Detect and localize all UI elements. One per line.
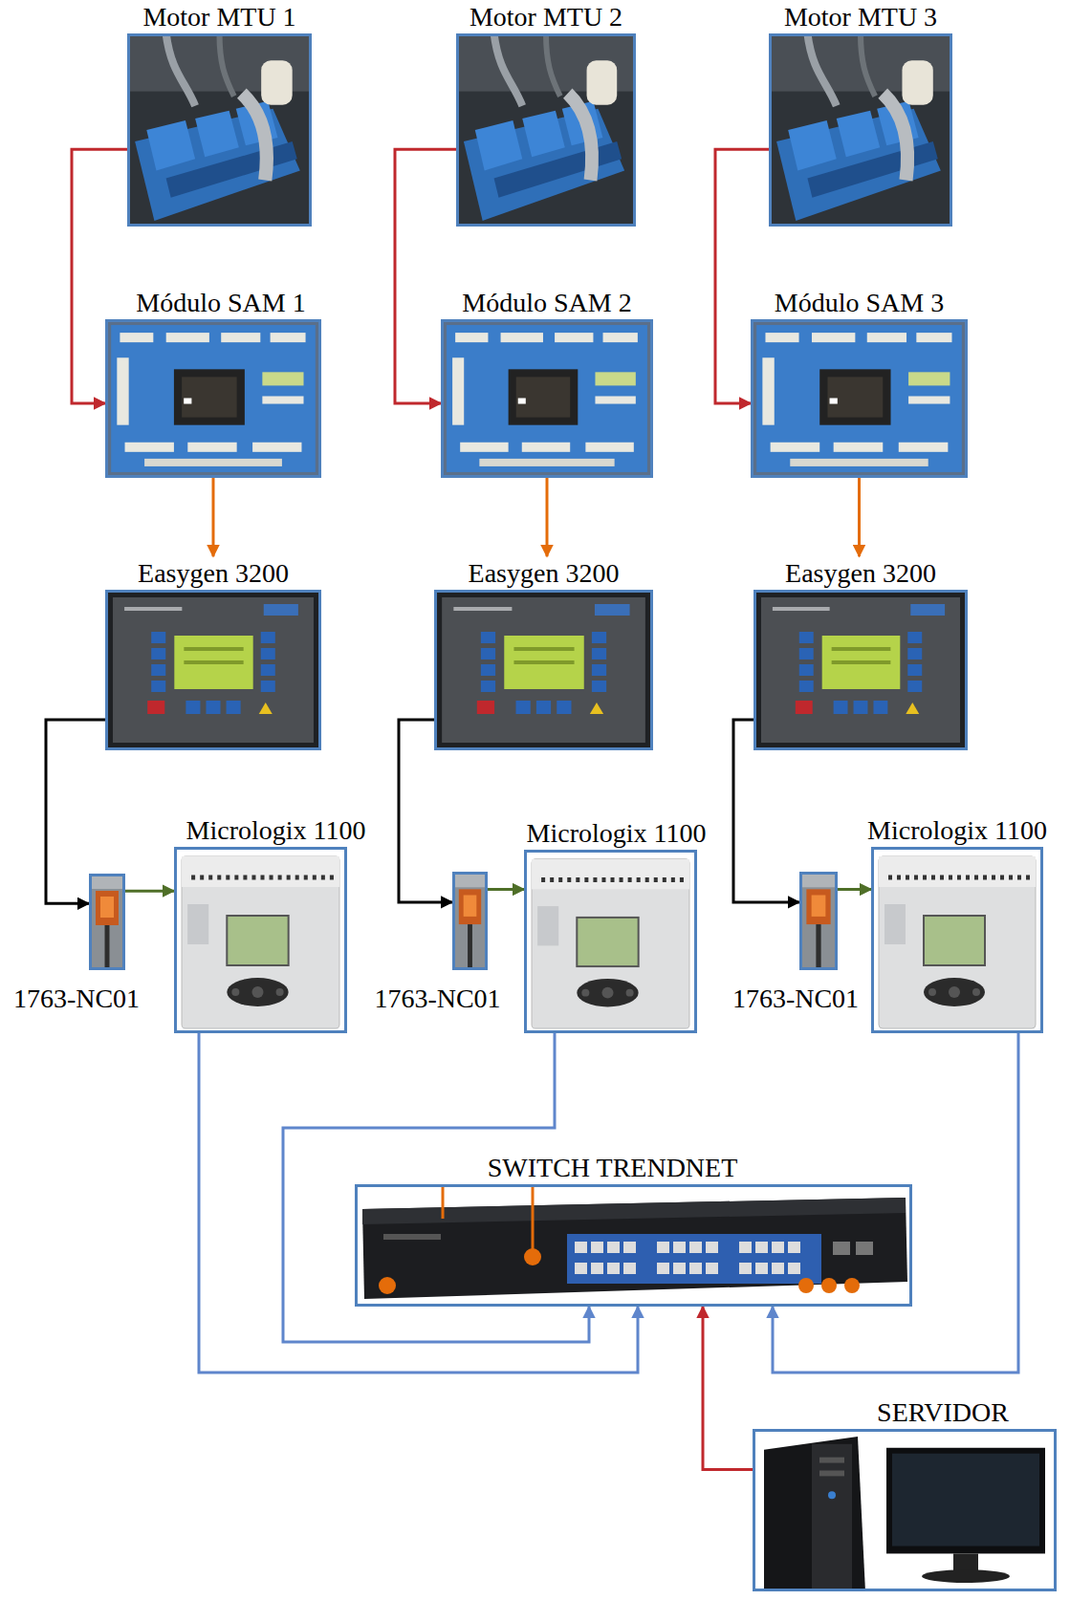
- photo-frame: Micrologix 1100: [871, 847, 1044, 1034]
- device-label: Micrologix 1100: [867, 816, 1048, 847]
- photo-frame: Micrologix 1100: [524, 850, 698, 1034]
- connector-arrow: [837, 888, 872, 892]
- connector-arrow: [71, 149, 128, 404]
- device-label: 1763-NC01: [373, 984, 501, 1015]
- device-label: SERVIDOR: [876, 1398, 1009, 1429]
- photo-frame: 1763-NC01: [799, 872, 838, 971]
- photo-frame: Easygen 3200: [753, 589, 968, 751]
- device-label: Módulo SAM 3: [774, 288, 944, 319]
- connector-arrow: [125, 890, 175, 894]
- adapter-photo: [452, 872, 488, 971]
- controller-photo: [434, 589, 654, 751]
- photo-frame: Motor MTU 1: [127, 33, 312, 227]
- sam-board-photo: [440, 319, 654, 479]
- connector-arrow: [198, 1033, 638, 1374]
- adapter-photo: [88, 873, 126, 971]
- device-label: Módulo SAM 1: [135, 288, 306, 319]
- server-photo: [752, 1429, 1057, 1593]
- connector-arrow: [545, 478, 549, 557]
- photo-frame: Easygen 3200: [105, 589, 322, 751]
- plc-photo: [524, 850, 698, 1034]
- photo-frame: Micrologix 1100: [174, 847, 348, 1034]
- controller-photo: [105, 589, 322, 751]
- device-label: Motor MTU 2: [469, 2, 623, 33]
- connector-arrow: [772, 1033, 1019, 1374]
- controller-photo: [753, 589, 968, 751]
- device-label: Motor MTU 3: [784, 2, 938, 33]
- connector-arrow: [398, 720, 453, 903]
- photo-frame: SWITCH TRENDNET: [354, 1184, 913, 1308]
- device-label: SWITCH TRENDNET: [487, 1154, 739, 1184]
- switch-photo: [354, 1184, 913, 1308]
- photo-frame: Módulo SAM 3: [750, 319, 968, 479]
- connector-arrow: [733, 720, 800, 903]
- engine-photo: [127, 33, 312, 227]
- connector-arrow: [487, 888, 525, 892]
- device-label: 1763-NC01: [732, 984, 859, 1015]
- photo-frame: Easygen 3200: [434, 589, 654, 751]
- engine-photo: [456, 33, 636, 227]
- photo-frame: Motor MTU 2: [456, 33, 636, 227]
- device-label: Motor MTU 1: [142, 2, 296, 33]
- plc-photo: [174, 847, 348, 1034]
- photo-frame: Motor MTU 3: [768, 33, 953, 227]
- photo-frame: 1763-NC01: [452, 872, 488, 971]
- device-label: Easygen 3200: [785, 559, 937, 590]
- device-label: Micrologix 1100: [526, 819, 707, 850]
- sam-board-photo: [105, 319, 322, 479]
- engine-photo: [768, 33, 953, 227]
- adapter-photo: [799, 872, 838, 971]
- sam-board-photo: [750, 319, 968, 479]
- connector-arrow: [394, 149, 457, 404]
- connector-arrow: [283, 1033, 590, 1343]
- connector-arrow: [212, 478, 216, 557]
- device-label: 1763-NC01: [13, 984, 140, 1015]
- plc-photo: [871, 847, 1044, 1034]
- device-label: Micrologix 1100: [186, 816, 367, 847]
- photo-frame: Módulo SAM 2: [440, 319, 654, 479]
- device-label: Easygen 3200: [468, 559, 620, 590]
- device-label: Easygen 3200: [137, 559, 289, 590]
- photo-frame: Módulo SAM 1: [105, 319, 322, 479]
- photo-frame: SERVIDOR: [752, 1429, 1057, 1593]
- connector-arrow: [857, 478, 861, 557]
- device-label: Módulo SAM 2: [461, 288, 632, 319]
- connector-arrow: [702, 1307, 753, 1471]
- photo-frame: 1763-NC01: [88, 873, 126, 971]
- connector-arrow: [715, 149, 769, 404]
